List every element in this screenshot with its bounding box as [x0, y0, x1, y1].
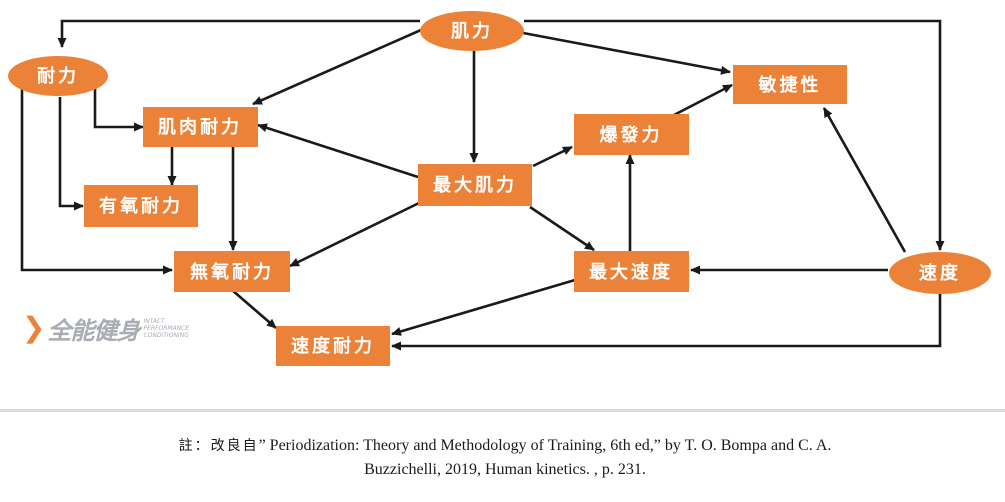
node-strength: 肌力	[420, 11, 524, 51]
edge-strength-to-endurance	[57, 19, 420, 48]
edge-max-strength-to-muscular-endurance	[257, 123, 419, 179]
brand-logo: ❯ 全能健身 INTACT PERFORMANCE CONDITIONING	[22, 311, 203, 345]
node-max-speed: 最大速度	[574, 251, 689, 292]
citation-text-1: ” Periodization: Theory and Methodology …	[258, 437, 832, 454]
citation-line-1: 註：改良自” Periodization: Theory and Methodo…	[60, 434, 950, 458]
edge-strength-to-agility	[517, 30, 731, 75]
edge-strength-to-muscular-endurance	[252, 28, 422, 106]
node-max-speed-label: 最大速度	[589, 261, 673, 283]
edge-max-strength-to-anaerobic-endurance	[289, 201, 420, 268]
node-endurance-label: 耐力	[37, 65, 79, 87]
edge-power-to-agility	[673, 83, 733, 117]
logo-text: 全能健身	[47, 316, 140, 345]
node-power: 爆發力	[574, 114, 689, 155]
node-muscular-endurance: 肌肉耐力	[143, 107, 258, 147]
node-aerobic-endurance-label: 有氧耐力	[99, 195, 183, 217]
node-anaerobic-endurance: 無氧耐力	[174, 251, 290, 292]
edge-speed-to-speed-endurance	[391, 293, 942, 351]
edge-endurance-to-anaerobic-endurance	[20, 85, 173, 275]
divider	[0, 409, 1005, 412]
edge-max-strength-to-power	[532, 145, 573, 168]
node-max-strength-label: 最大肌力	[433, 174, 517, 196]
edge-strength-to-speed	[524, 19, 945, 251]
edge-anaerobic-to-speed-endurance	[231, 289, 277, 329]
edge-max-speed-to-speed-endurance	[391, 278, 576, 336]
node-anaerobic-endurance-label: 無氧耐力	[190, 261, 274, 283]
citation-prefix: 註：改良自	[178, 438, 259, 454]
citation: 註：改良自” Periodization: Theory and Methodo…	[60, 434, 950, 482]
node-aerobic-endurance: 有氧耐力	[84, 185, 198, 227]
node-agility: 敏捷性	[733, 65, 847, 104]
chevron-right-icon: ❯	[22, 311, 46, 344]
node-strength-label: 肌力	[451, 21, 493, 42]
fitness-components-diagram: 肌力 耐力 速度 肌肉耐力 有氧耐力 最大肌力 無氧耐力 速度耐力	[8, 11, 991, 366]
node-agility-label: 敏捷性	[758, 74, 822, 96]
node-speed-label: 速度	[919, 262, 961, 284]
edge-max-strength-to-max-speed	[529, 205, 595, 252]
node-power-label: 爆發力	[600, 124, 663, 146]
citation-line-2: Buzzichelli, 2019, Human kinetics. , p. …	[364, 461, 646, 478]
node-speed-endurance-label: 速度耐力	[291, 335, 375, 357]
node-muscular-endurance-label: 肌肉耐力	[158, 116, 242, 138]
edge-endurance-to-muscular-endurance	[93, 88, 144, 132]
node-max-strength: 最大肌力	[418, 164, 532, 206]
node-speed-endurance: 速度耐力	[276, 326, 390, 366]
node-endurance: 耐力	[8, 56, 108, 96]
edge-endurance-to-aerobic-endurance	[58, 97, 84, 211]
edge-speed-to-agility	[822, 107, 907, 253]
node-speed: 速度	[889, 252, 991, 294]
nodes: 肌力 耐力 速度 肌肉耐力 有氧耐力 最大肌力 無氧耐力 速度耐力	[8, 11, 991, 366]
logo-subtitle: INTACT PERFORMANCE CONDITIONING	[143, 317, 190, 339]
edges	[20, 19, 945, 351]
